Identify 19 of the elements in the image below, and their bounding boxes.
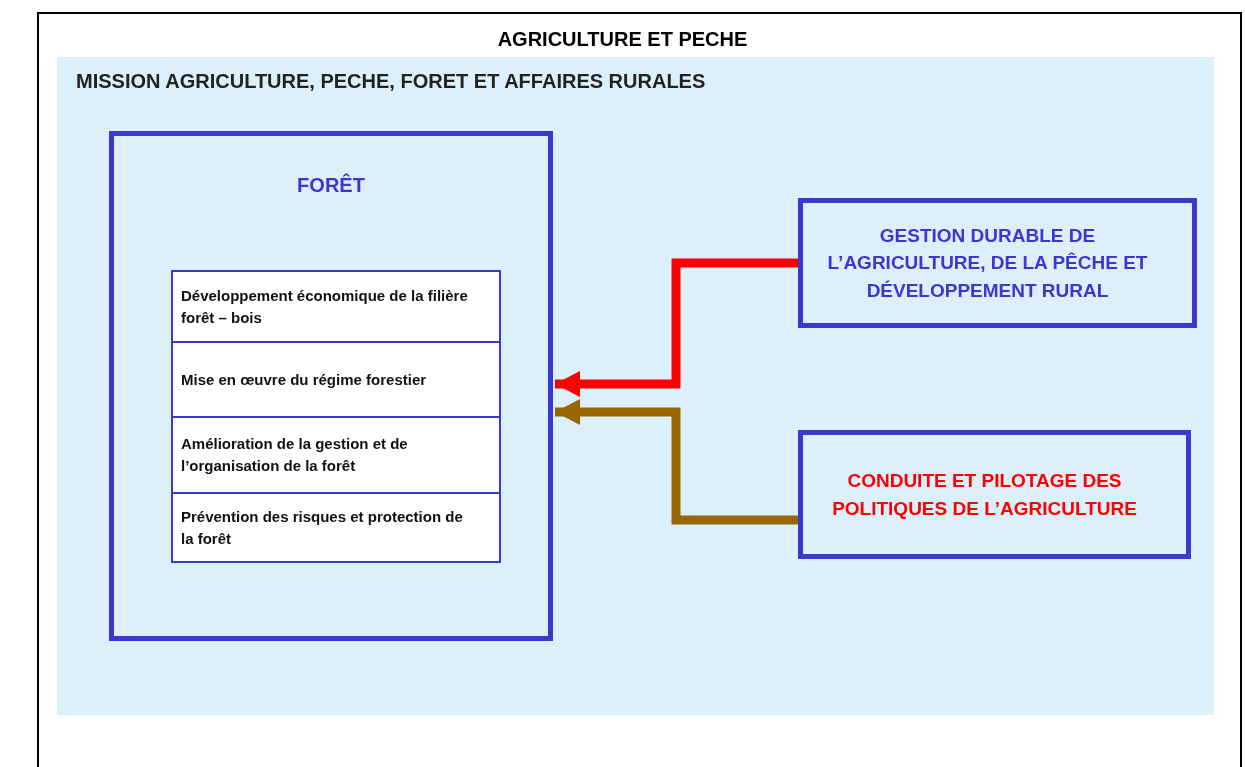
box-label: Amélioration de la gestion et de l’organisation de la forêt bbox=[181, 434, 409, 476]
group-box bbox=[109, 131, 553, 641]
program-box bbox=[798, 430, 1191, 559]
box-label: GESTION DURABLE DE L’AGRICULTURE, DE LA PÊCHE ET DÉVELOPPEMENT RURAL bbox=[826, 223, 1149, 303]
list-row bbox=[171, 341, 501, 418]
box-label: Prévention des risques et protection de la forêt bbox=[181, 506, 464, 549]
diagram-title: AGRICULTURE ET PECHE bbox=[496, 28, 749, 51]
group-heading: FORÊT bbox=[296, 174, 366, 197]
box-label: Développement économique de la filière forêt – bois bbox=[181, 285, 469, 328]
list-row bbox=[171, 416, 501, 494]
list-row bbox=[171, 270, 501, 343]
mission-band bbox=[57, 57, 1214, 715]
box-label: Mise en œuvre du régime forestier bbox=[181, 369, 428, 390]
program-box bbox=[798, 198, 1197, 328]
arrow bbox=[555, 399, 798, 525]
box-label: CONDUITE ET PILOTAGE DES POLITIQUES DE L’AGRICULTURE bbox=[831, 468, 1138, 521]
section-heading: MISSION AGRICULTURE, PECHE, FORET ET AFFAIRES RURALES bbox=[76, 70, 706, 93]
arrow bbox=[555, 258, 798, 397]
list-row bbox=[171, 492, 501, 563]
